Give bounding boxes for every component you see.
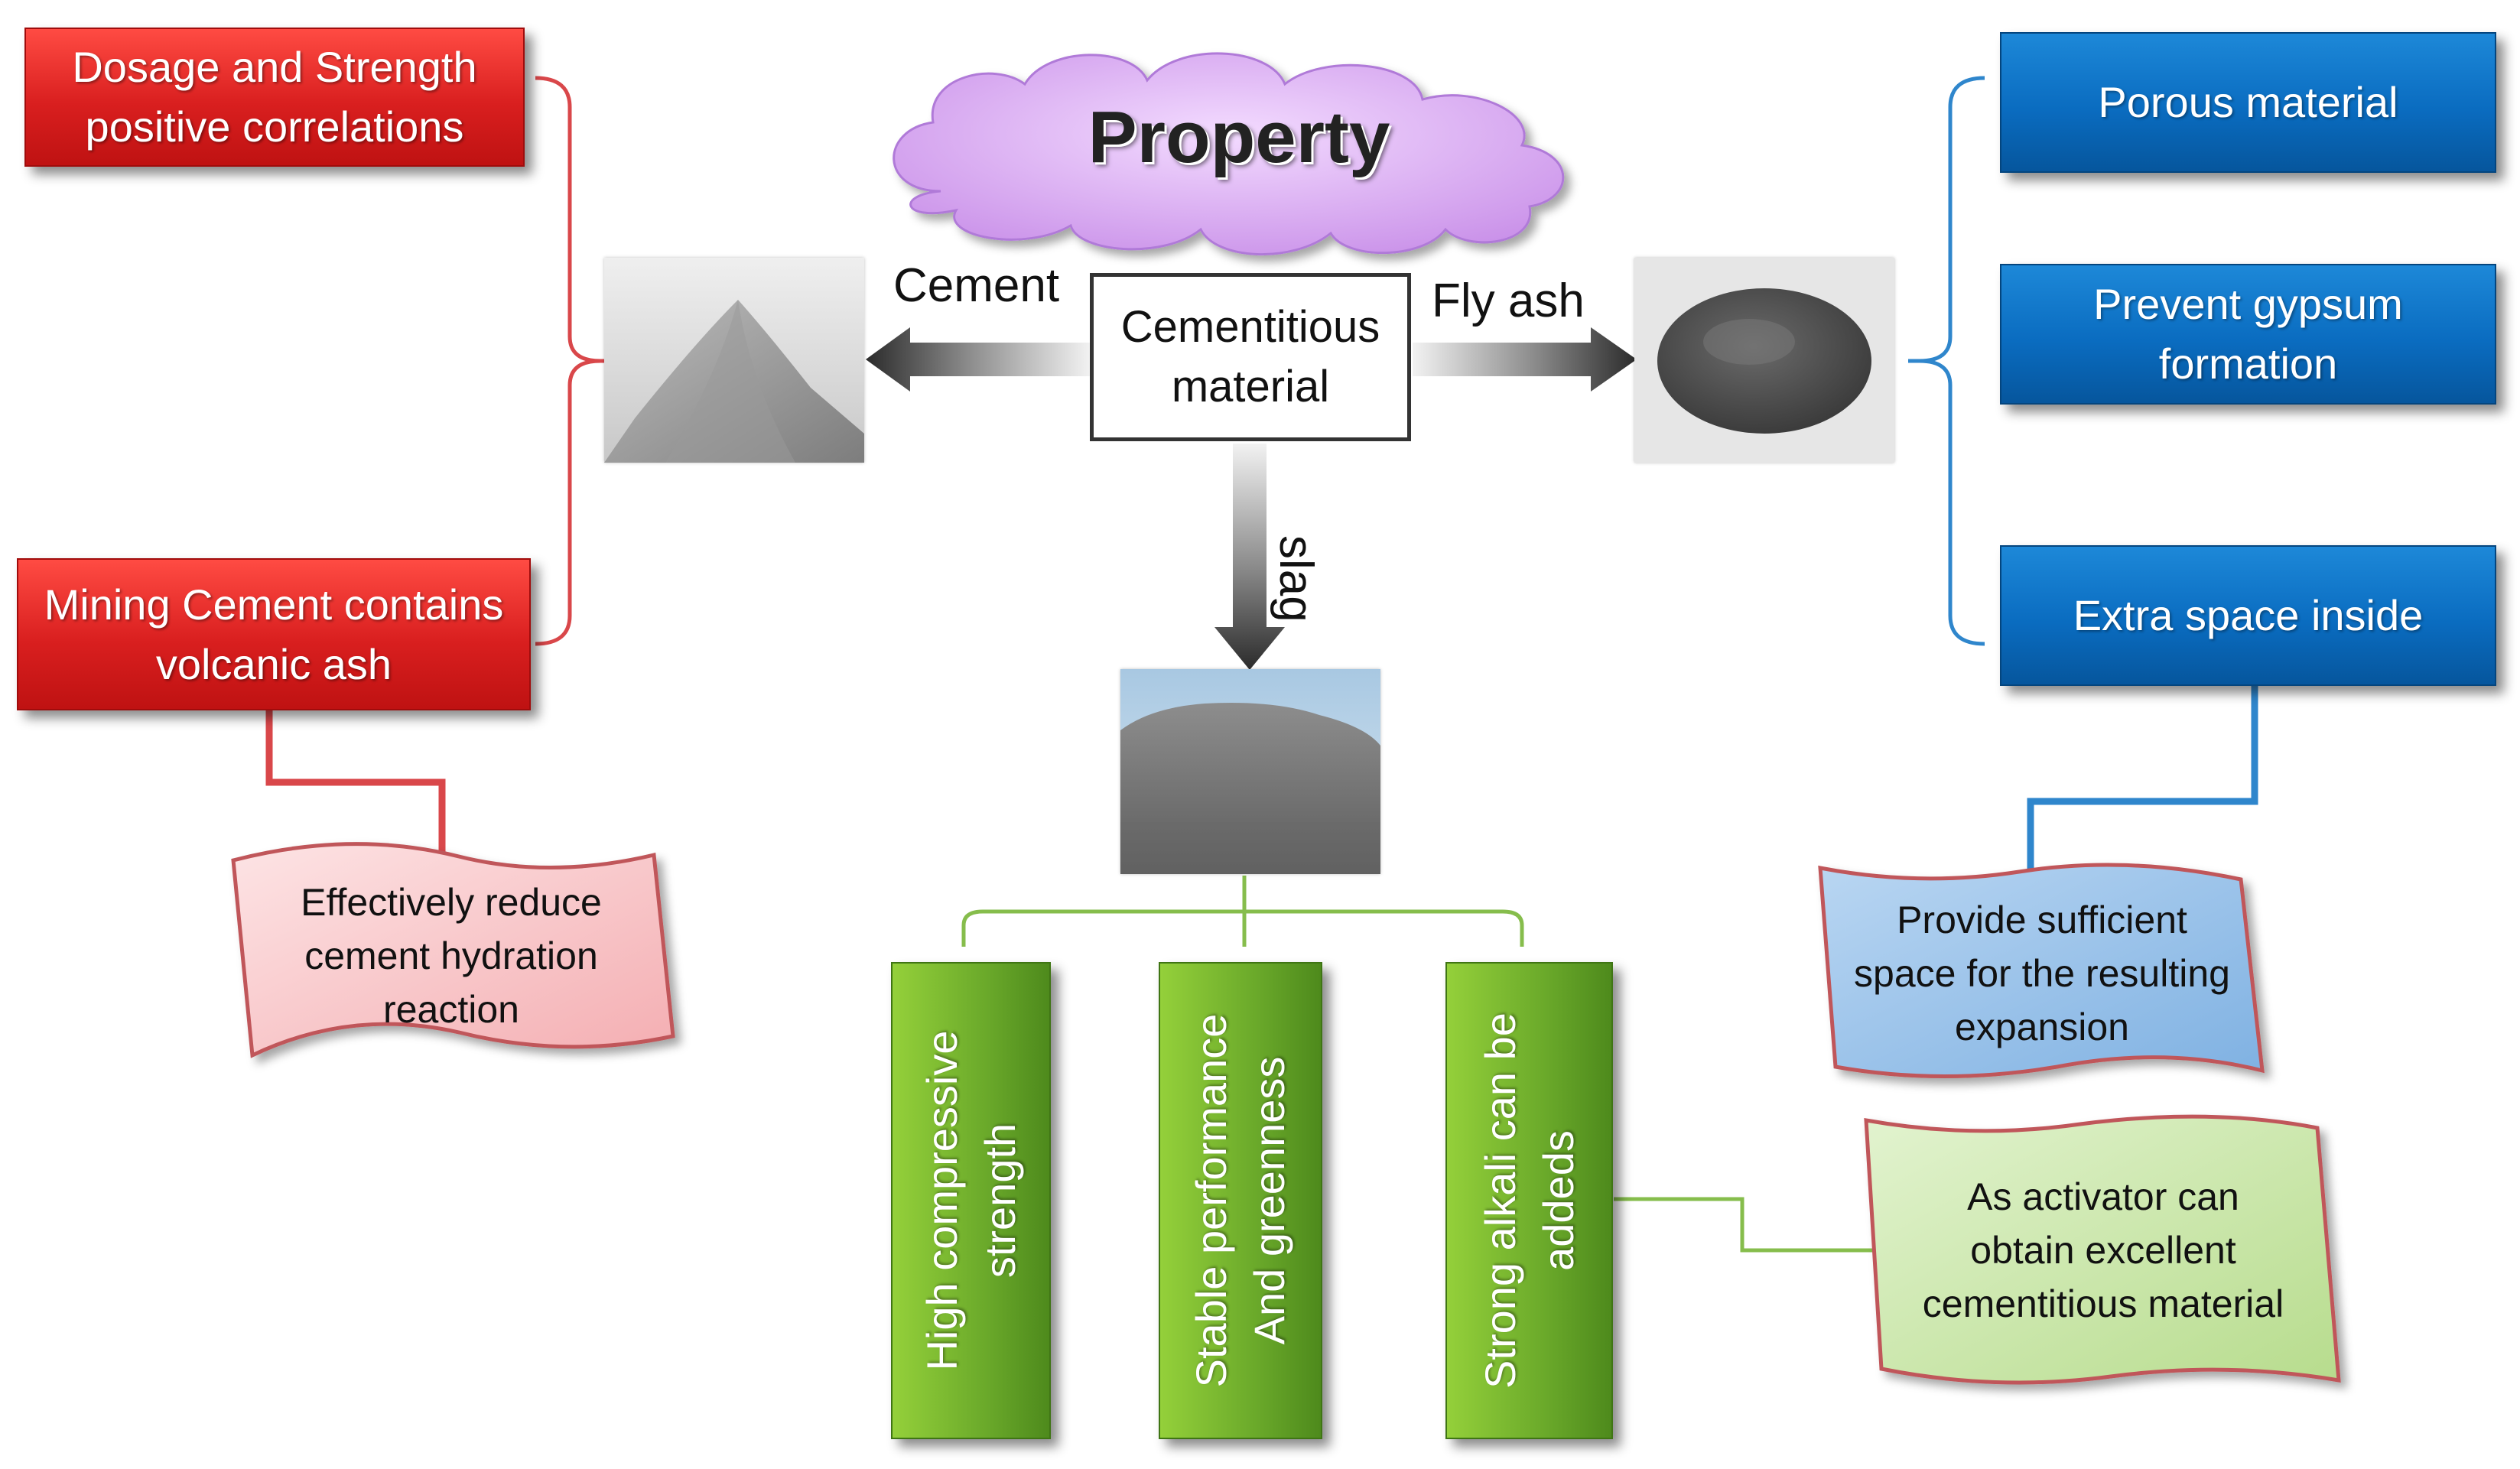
blue-bracket [1908,76,1985,646]
stable-performance-box: Stable performance And greenness [1159,962,1322,1439]
arrow-right-flyash [1413,327,1637,392]
mining-cement-box: Mining Cement contains volcanic ash [17,558,531,710]
cement-label: Cement [893,259,1060,312]
reduce-hydration-note: Effectively reduce cement hydration reac… [301,881,602,1031]
wave-note-green-shape [1864,1114,2341,1385]
sufficient-space-note: Provide sufficient space for the resulti… [1854,898,2230,1048]
wave-note-red-shape [231,842,675,1058]
cementitious-material-box: Cementitious material [1090,273,1411,441]
red-bracket [535,76,612,646]
red-connector [265,707,446,855]
cloud-shape [893,52,1565,256]
slag-pile-image [1120,669,1380,874]
stable-performance-text: Stable performance And greenness [1187,1013,1293,1388]
strong-alkali-text: Strong alkali can be addeds [1475,1012,1582,1389]
extra-space-box: Extra space inside [2000,545,2496,686]
strong-alkali-box: Strong alkali can be addeds [1445,962,1613,1439]
blue-connector [2027,684,2258,872]
high-compressive-strength-box: High compressive strength [891,962,1051,1439]
arrow-left-cement [866,327,1090,392]
high-compressive-strength-text: High compressive strength [917,1030,1024,1371]
green-bracket [961,876,1524,947]
activator-note: As activator can obtain excellent cement… [1922,1175,2284,1325]
slag-label: slag [1270,535,1322,622]
diagram-title: Property [1088,96,1390,178]
wave-note-blue-shape [1818,863,2265,1078]
dosage-strength-box: Dosage and Strength positive correlation… [24,28,525,167]
arrow-down-slag [1214,444,1285,670]
fly-ash-label: Fly ash [1432,275,1585,327]
porous-material-box: Porous material [2000,32,2496,173]
cement-powder-image [604,258,864,463]
green-connector [1614,1197,1874,1253]
fly-ash-powder-image [1634,258,1894,463]
prevent-gypsum-box: Prevent gypsum formation [2000,264,2496,405]
